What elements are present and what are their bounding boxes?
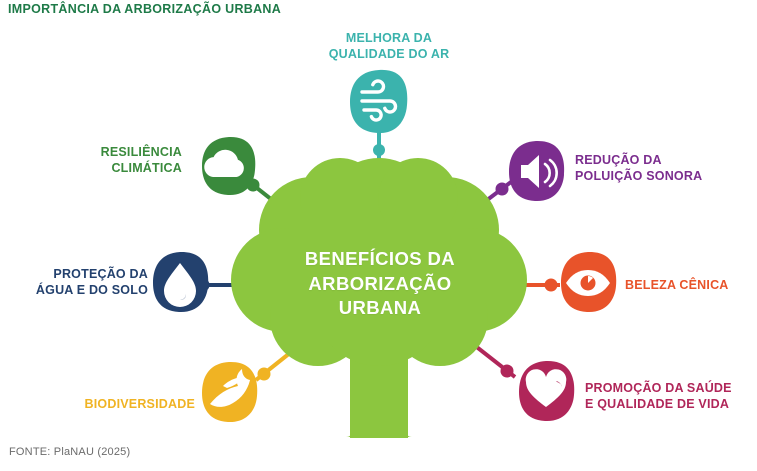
wind-icon xyxy=(360,79,398,122)
icon-badge-resiliencia-climatica[interactable] xyxy=(202,136,256,196)
heart-icon xyxy=(525,369,567,407)
eye-pupil-highlight xyxy=(588,276,593,283)
tree-graphic xyxy=(231,158,527,438)
speaker-waves-icon xyxy=(543,158,558,188)
label-biodiversidade: BIODIVERSIDADE xyxy=(84,397,195,411)
label-protecao-agua-solo: PROTEÇÃO DA ÁGUA E DO SOLO xyxy=(35,267,148,297)
icon-badge-reducao-poluicao-sonora[interactable] xyxy=(509,140,565,202)
label-promocao-saude-qualidade-vida: PROMOÇÃO DA SAÚDE E QUALIDADE DE VIDA xyxy=(585,381,732,411)
cloud-icon xyxy=(204,149,244,178)
label-melhora-qualidade-ar: MELHORA DA QUALIDADE DO AR xyxy=(328,31,450,61)
water-drop-icon xyxy=(164,263,196,307)
speaker-icon xyxy=(521,155,539,188)
icon-badge-beleza-cenica[interactable] xyxy=(561,251,617,313)
icon-badge-biodiversidade[interactable] xyxy=(202,361,258,423)
icon-badge-protecao-agua-solo[interactable] xyxy=(153,251,209,313)
bird-icon xyxy=(210,369,250,407)
label-resiliencia-climatica: RESILIÊNCIA CLIMÁTICA xyxy=(100,145,182,175)
icon-badge-melhora-qualidade-ar[interactable] xyxy=(350,69,408,134)
tree-canopy xyxy=(231,158,527,366)
source-footer: FONTE: PlaNAU (2025) xyxy=(9,446,131,458)
label-reducao-poluicao-sonora: REDUÇÃO DA POLUIÇÃO SONORA xyxy=(575,153,703,183)
tree-trunk-base xyxy=(350,340,408,438)
label-beleza-cenica: BELEZA CÊNICA xyxy=(625,278,729,292)
center-node-text: BENEFÍCIOS DA ARBORIZAÇÃO URBANA xyxy=(304,248,456,319)
icon-badge-promocao-saude[interactable] xyxy=(519,360,575,422)
page-title: IMPORTÂNCIA DA ARBORIZAÇÃO URBANA xyxy=(8,2,282,16)
